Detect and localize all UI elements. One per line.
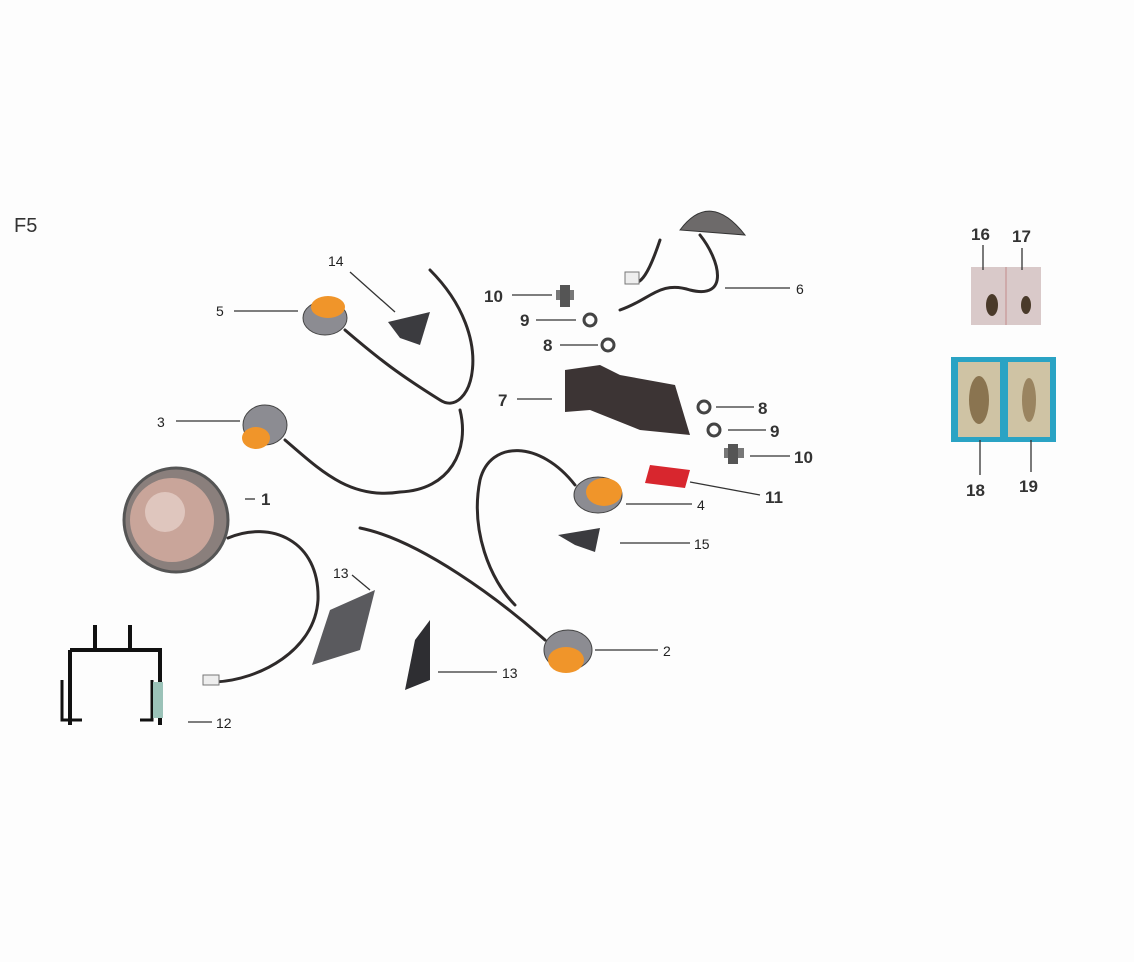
callout-14: 14 [328,253,344,269]
leader-lines [176,245,1032,723]
bulb-panel-16-17 [971,267,1041,325]
callout-13b: 13 [502,665,518,681]
washer-9a-part [582,312,598,328]
callout-18: 18 [966,481,985,500]
turn-signal-4-part [475,449,623,607]
section-code: F5 [14,215,37,237]
bracket-14-part [388,312,430,345]
callout-9b: 9 [770,422,779,441]
bracket-15-part [558,528,600,552]
callout-2: 2 [663,643,671,659]
turn-signal-3-part [242,404,464,495]
turn-signal-2-part [358,526,593,673]
callout-17: 17 [1012,227,1031,246]
callout-13a: 13 [333,565,349,581]
callout-10b: 10 [794,448,813,467]
washer-8b-part [696,399,712,415]
headlight-part [122,466,320,686]
callout-4: 4 [697,497,705,513]
bulb-panel-18-19 [951,357,1056,442]
callout-1: 1 [261,490,270,509]
callout-10a: 10 [484,287,503,306]
callout-9a: 9 [520,311,529,330]
headlight-bracket-part [60,625,163,725]
washer-8a-part [600,337,616,353]
callout-12: 12 [216,715,232,731]
callout-7: 7 [498,391,507,410]
tail-light-6-part [618,210,747,312]
callout-11: 11 [765,488,783,507]
callout-6: 6 [796,281,804,297]
bolt-10b-part [724,444,744,464]
callout-5: 5 [216,303,224,319]
callout-8b: 8 [758,399,767,418]
callout-8a: 8 [543,336,552,355]
callout-3: 3 [157,414,165,430]
callout-16: 16 [971,225,990,244]
bracket-13a-part [312,590,375,665]
washer-9b-part [706,422,722,438]
callout-15: 15 [694,536,710,552]
license-bracket-7-part [565,365,690,435]
callout-19: 19 [1019,477,1038,496]
bracket-13b-part [405,620,430,690]
reflector-11-part [645,465,690,488]
bolt-10a-part [556,285,574,307]
turn-signal-5-part [302,268,475,405]
